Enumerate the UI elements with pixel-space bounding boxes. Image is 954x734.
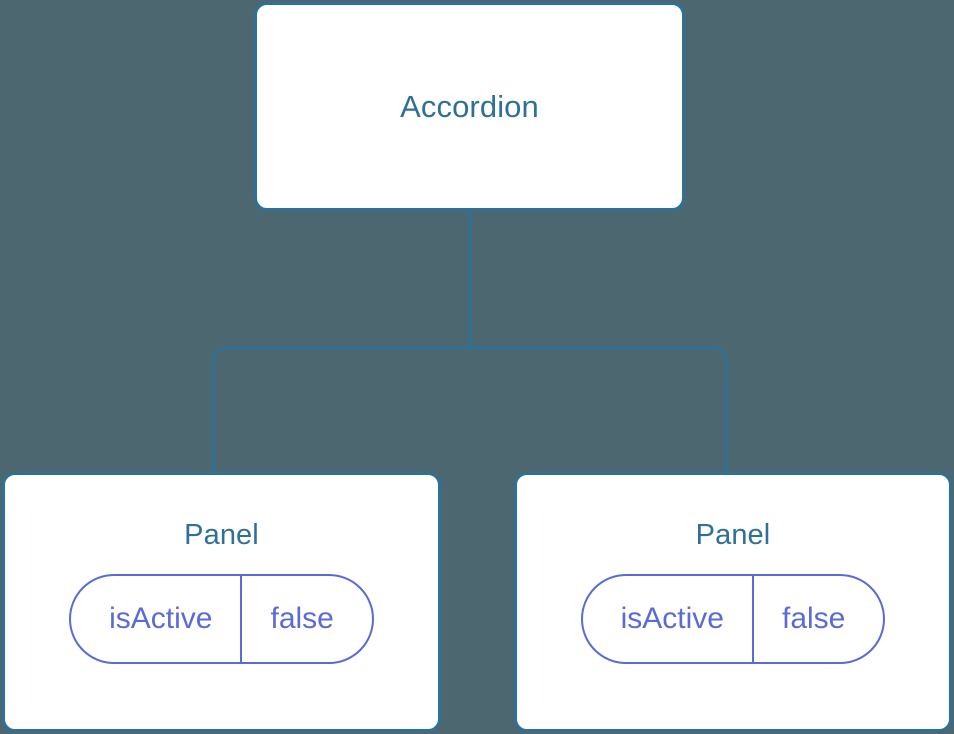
prop-value-label: false — [240, 576, 371, 663]
edge-root-to-panels — [212, 208, 728, 476]
node-accordion-title: Accordion — [400, 88, 539, 124]
node-panel-left[interactable]: Panel isActive false — [2, 472, 441, 732]
prop-key-label: isActive — [620, 602, 724, 636]
node-panel-left-title: Panel — [184, 519, 259, 551]
node-panel-right-title: Panel — [695, 519, 771, 551]
node-accordion[interactable]: Accordion — [254, 2, 685, 211]
prop-badge-isactive-right[interactable]: isActive false — [580, 574, 886, 665]
prop-badge-isactive-left[interactable]: isActive false — [69, 574, 374, 665]
node-panel-right[interactable]: Panel isActive false — [514, 472, 952, 732]
prop-value-label: false — [751, 576, 883, 663]
prop-key-label: isActive — [109, 602, 213, 636]
